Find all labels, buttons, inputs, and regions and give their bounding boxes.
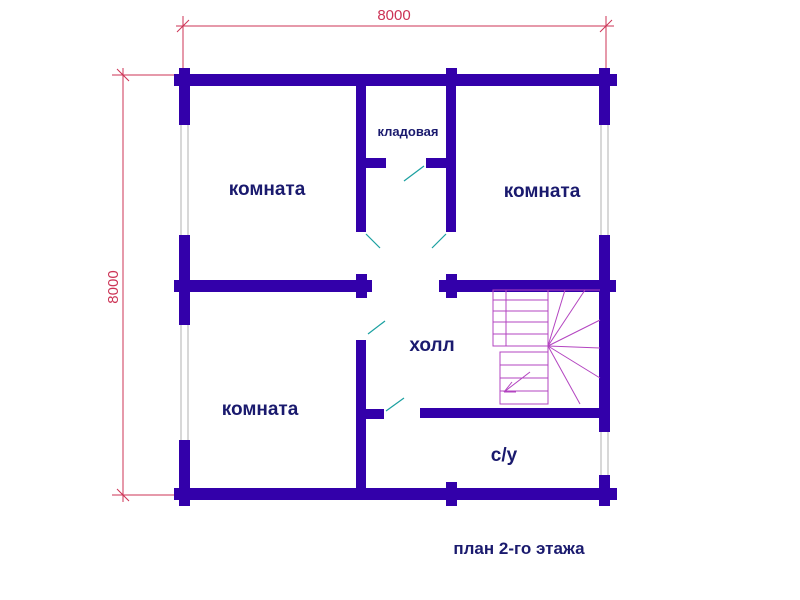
room-label-top-right: комната (504, 181, 581, 202)
plan-caption: план 2-го этажа (453, 539, 585, 558)
room-label-storage: кладовая (378, 124, 439, 139)
room-label-top-left: комната (229, 179, 306, 200)
width-label: 8000 (377, 7, 410, 24)
windows (180, 125, 609, 475)
width-dimension: 8000 (176, 7, 614, 75)
staircase (492, 289, 601, 405)
doors (365, 165, 447, 412)
room-label-hall: холл (409, 335, 454, 356)
height-dimension: 8000 (105, 68, 175, 502)
height-label: 8000 (105, 270, 122, 303)
walls (174, 68, 617, 506)
room-label-bathroom: с/у (491, 445, 518, 466)
room-label-bottom-left: комната (222, 399, 299, 420)
